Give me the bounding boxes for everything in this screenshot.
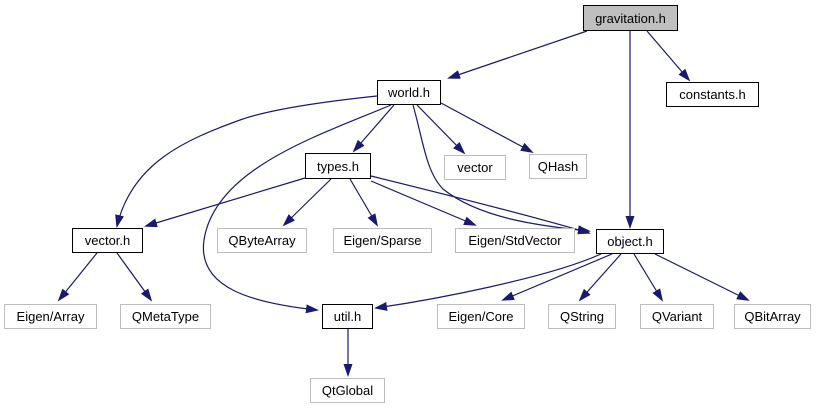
node-eigen-sparse: Eigen/Sparse xyxy=(333,228,432,253)
node-label-gravitation-h: gravitation.h xyxy=(595,10,666,26)
node-eigen-core: Eigen/Core xyxy=(437,304,525,329)
edge-world-h-to-qhash xyxy=(440,102,534,153)
edge-types-h-to-object-h xyxy=(370,175,591,235)
node-label-qbitarray: QBitArray xyxy=(744,309,801,324)
node-util-h[interactable]: util.h xyxy=(322,304,373,329)
edge-types-h-to-qbytearray xyxy=(282,178,332,227)
node-label-qmetatype: QMetaType xyxy=(131,309,200,324)
node-vector: vector xyxy=(444,155,506,180)
edge-vector-h-to-qmetatype xyxy=(116,252,153,302)
edge-world-h-to-util-h xyxy=(202,104,392,314)
node-label-eigen-sparse: Eigen/Sparse xyxy=(343,233,422,248)
edge-object-h-to-qstring xyxy=(578,253,622,302)
edge-vector-h-to-eigen-array xyxy=(57,252,98,302)
node-world-h[interactable]: world.h xyxy=(377,80,441,105)
edges-group xyxy=(57,30,750,377)
node-label-qstring: QString xyxy=(559,309,605,324)
node-label-qtglobal: QtGlobal xyxy=(321,383,374,398)
node-object-h[interactable]: object.h xyxy=(596,229,664,254)
edge-world-h-to-object-h xyxy=(412,104,591,235)
node-qtglobal: QtGlobal xyxy=(310,378,385,403)
node-qstring: QString xyxy=(548,304,616,329)
edge-world-h-to-types-h xyxy=(352,104,395,153)
edge-world-h-to-vector-h xyxy=(115,95,378,228)
node-label-eigen-array: Eigen/Array xyxy=(16,309,85,324)
edge-object-h-to-qbitarray xyxy=(654,253,750,301)
edge-object-h-to-util-h xyxy=(374,253,602,311)
edge-types-h-to-vector-h xyxy=(144,177,306,228)
edge-gravitation-h-to-constants-h xyxy=(646,30,691,82)
node-label-qhash: QHash xyxy=(537,159,579,174)
node-eigen-stdvector: Eigen/StdVector xyxy=(455,228,575,253)
node-constants-h[interactable]: constants.h xyxy=(666,82,759,107)
edge-types-h-to-eigen-sparse xyxy=(349,178,379,227)
node-eigen-array: Eigen/Array xyxy=(4,304,97,329)
node-qhash: QHash xyxy=(529,154,587,179)
edge-types-h-to-eigen-stdvector xyxy=(370,180,477,226)
edge-object-h-to-qvariant xyxy=(633,253,664,302)
node-label-qbytearray: QByteArray xyxy=(228,233,296,248)
node-vector-h[interactable]: vector.h xyxy=(72,228,143,253)
node-label-object-h: object.h xyxy=(607,234,653,249)
edge-gravitation-h-to-world-h xyxy=(447,30,588,79)
node-label-eigen-core: Eigen/Core xyxy=(448,309,514,324)
node-qvariant: QVariant xyxy=(640,304,714,329)
edge-object-h-to-eigen-core xyxy=(501,253,613,301)
node-label-vector: vector xyxy=(457,160,493,175)
edge-world-h-to-vector xyxy=(416,104,466,155)
node-label-types-h: types.h xyxy=(317,158,359,174)
node-label-qvariant: QVariant xyxy=(651,309,703,324)
node-types-h[interactable]: types.h xyxy=(305,153,371,179)
node-qmetatype: QMetaType xyxy=(120,304,211,329)
node-label-vector-h: vector.h xyxy=(84,233,131,248)
node-qbitarray: QBitArray xyxy=(734,304,811,329)
node-label-util-h: util.h xyxy=(333,309,362,324)
node-qbytearray: QByteArray xyxy=(217,228,307,253)
node-label-eigen-stdvector: Eigen/StdVector xyxy=(468,233,562,248)
node-label-constants-h: constants.h xyxy=(679,87,746,102)
node-gravitation-h[interactable]: gravitation.h xyxy=(583,5,678,31)
node-label-world-h: world.h xyxy=(388,85,430,100)
